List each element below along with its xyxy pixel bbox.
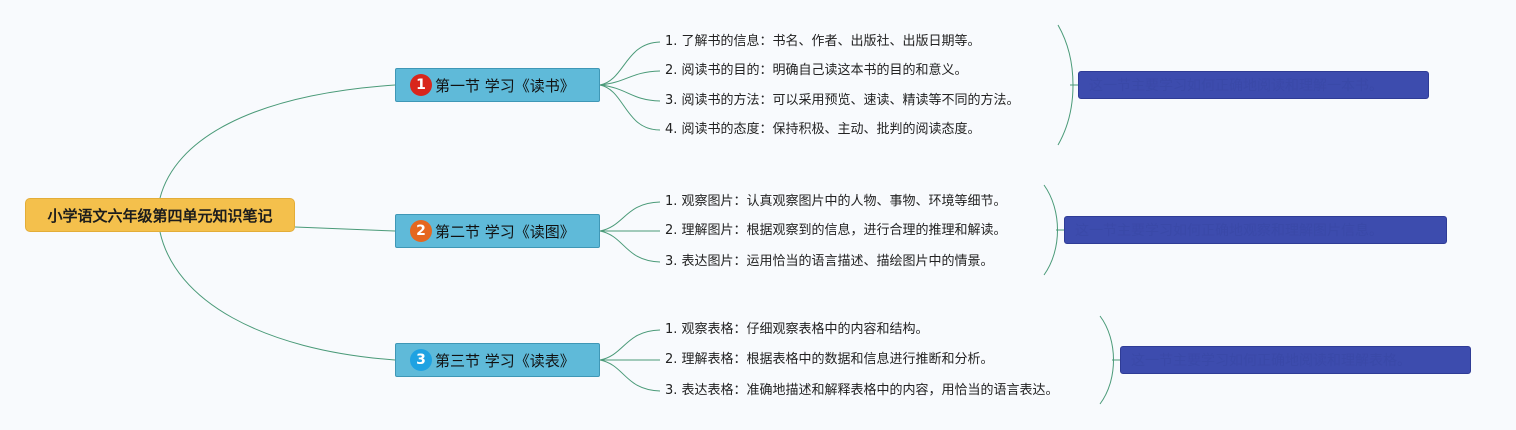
summary-note-text: 这一节主要学习如何正确地观察和理解图片信息。 [1075, 223, 1383, 239]
section-topic-3[interactable]: 3 第三节 学习《读表》 [395, 343, 600, 377]
section-3-item-3[interactable]: 3. 表达表格：准确地描述和解释表格中的内容，用恰当的语言表达。 [665, 383, 1059, 398]
summary-note-text: 这一节主要学习如何正确地阅读和理解表格。 [1131, 353, 1411, 369]
section-3-item-2[interactable]: 2. 理解表格：根据表格中的数据和信息进行推断和分析。 [665, 352, 994, 367]
section-topic-2[interactable]: 2 第二节 学习《读图》 [395, 214, 600, 248]
section-2-item-2[interactable]: 2. 理解图片：根据观察到的信息，进行合理的推理和解读。 [665, 223, 1007, 238]
section-1-item-1[interactable]: 1. 了解书的信息：书名、作者、出版社、出版日期等。 [665, 34, 981, 49]
section-title: 第二节 学习《读图》 [435, 222, 575, 241]
section-3-item-1[interactable]: 1. 观察表格：仔细观察表格中的内容和结构。 [665, 322, 929, 337]
section-title: 第一节 学习《读书》 [435, 76, 575, 95]
section-2-item-1[interactable]: 1. 观察图片：认真观察图片中的人物、事物、环境等细节。 [665, 194, 1007, 209]
section-2-item-3[interactable]: 3. 表达图片：运用恰当的语言描述、描绘图片中的情景。 [665, 254, 994, 269]
section-title: 第三节 学习《读表》 [435, 351, 575, 370]
number-badge-icon: 1 [410, 74, 432, 96]
root-link-2 [294, 226, 396, 232]
section-topic-1[interactable]: 1 第一节 学习《读书》 [395, 68, 600, 102]
root-link-1 [159, 84, 396, 199]
number-badge-icon: 2 [410, 220, 432, 242]
summary-brace-3 [1099, 315, 1114, 405]
summary-brace-2 [1043, 184, 1058, 276]
root-topic-label: 小学语文六年级第四单元知识笔记 [47, 206, 273, 225]
root-topic[interactable]: 小学语文六年级第四单元知识笔记 [25, 198, 295, 232]
root-link-3 [159, 231, 396, 361]
summary-note-1[interactable]: 这一节主要学习如何正确地阅读和理解一本书。 [1078, 71, 1429, 99]
section-1-item-2[interactable]: 2. 阅读书的目的：明确自己读这本书的目的和意义。 [665, 63, 968, 78]
section-1-item-3[interactable]: 3. 阅读书的方法：可以采用预览、速读、精读等不同的方法。 [665, 93, 1020, 108]
summary-note-2[interactable]: 这一节主要学习如何正确地观察和理解图片信息。 [1064, 216, 1447, 244]
number-badge-icon: 3 [410, 349, 432, 371]
summary-note-text: 这一节主要学习如何正确地阅读和理解一本书。 [1089, 78, 1383, 94]
section-1-item-4[interactable]: 4. 阅读书的态度：保持积极、主动、批判的阅读态度。 [665, 122, 981, 137]
summary-note-3[interactable]: 这一节主要学习如何正确地阅读和理解表格。 [1120, 346, 1471, 374]
